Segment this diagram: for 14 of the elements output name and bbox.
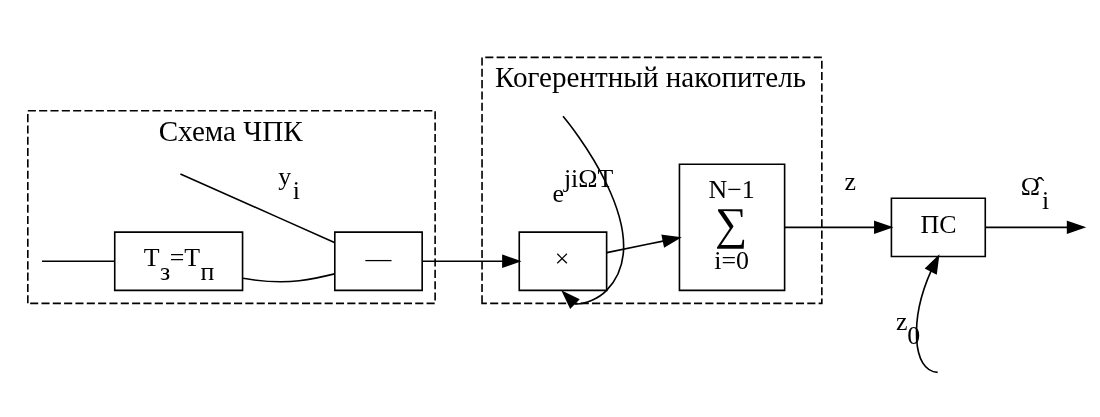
node-box: ПС [890,196,987,257]
arrow [784,220,894,234]
node-box: — [334,230,423,291]
arrow [606,234,682,253]
connector [179,172,336,243]
arrow [915,253,940,373]
connector [242,272,336,283]
arrow [561,115,625,309]
arrow [984,220,1087,234]
arrow [421,254,522,268]
node-box: N−1 ∑ i=0 [678,162,786,291]
node-box: × [518,230,608,291]
edge-label: z [844,166,856,196]
connector [41,260,115,262]
